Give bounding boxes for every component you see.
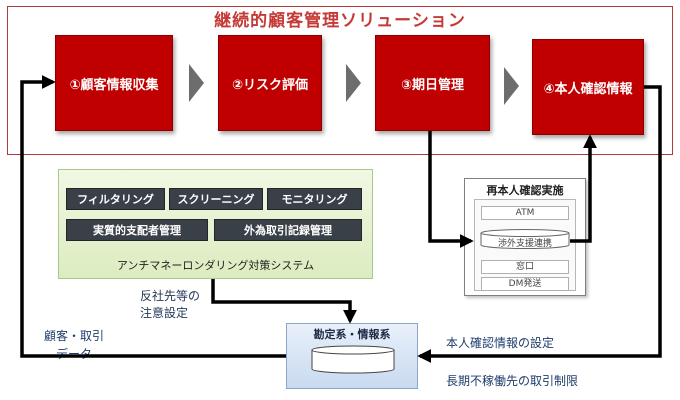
aml-fx-records: 外為取引記録管理 [214, 219, 362, 241]
dormant-restriction-label: 長期不稼働先の取引制限 [446, 374, 579, 388]
step-risk-evaluation: ②リスク評価 [218, 35, 322, 131]
id-info-setting-label: 本人確認情報の設定 [446, 336, 555, 350]
aml-beneficial-owner: 実質的支配者管理 [66, 219, 208, 241]
aml-filtering: フィルタリング [66, 188, 165, 210]
step-customer-info: ①顧客情報収集 [55, 35, 173, 131]
reconfirm-to-identity-arrow [570, 134, 597, 243]
label-line: 注意設定 [140, 306, 189, 320]
chevron-right-icon [189, 64, 204, 102]
step-label: ④本人確認情報 [543, 81, 633, 97]
antisocial-setting-label: 反社先等の 注意設定 [140, 288, 200, 322]
database-icon [311, 345, 395, 374]
step-label: ③期日管理 [400, 77, 464, 93]
channel-sales-support-label: 渉外支援連携 [498, 237, 552, 249]
aml-monitoring: モニタリング [267, 188, 362, 210]
step-label: ①顧客情報収集 [69, 77, 159, 93]
diagram-title: 継続的顧客管理ソリューション [214, 11, 466, 31]
database-icon [480, 229, 570, 249]
label-line: 反社先等の [140, 289, 201, 303]
solution-frame [7, 6, 673, 155]
accounting-system-title: 勘定系・情報系 [313, 328, 391, 341]
aml-screening: スクリーニング [169, 188, 263, 210]
due-date-to-reconfirm-arrow [428, 131, 474, 248]
aml-to-accounting-arrow [211, 279, 357, 324]
reconfirmation-title: 再本人確認実施 [486, 184, 564, 197]
step-due-date: ③期日管理 [375, 35, 490, 131]
chevron-right-icon [346, 64, 361, 102]
step-label: ②リスク評価 [231, 77, 308, 93]
customer-data-flow-arrow [20, 75, 286, 358]
identity-to-accounting-arrow [417, 85, 662, 363]
label-line: 顧客・取引 [43, 329, 104, 343]
chevron-right-icon [504, 67, 519, 105]
channel-counter: 窓口 [481, 260, 569, 274]
channel-dm: DM発送 [481, 277, 569, 291]
aml-caption: アンチマネーロンダリング対策システム [116, 259, 315, 272]
step-identity-info: ④本人確認情報 [532, 39, 644, 135]
channel-atm: ATM [481, 206, 569, 220]
